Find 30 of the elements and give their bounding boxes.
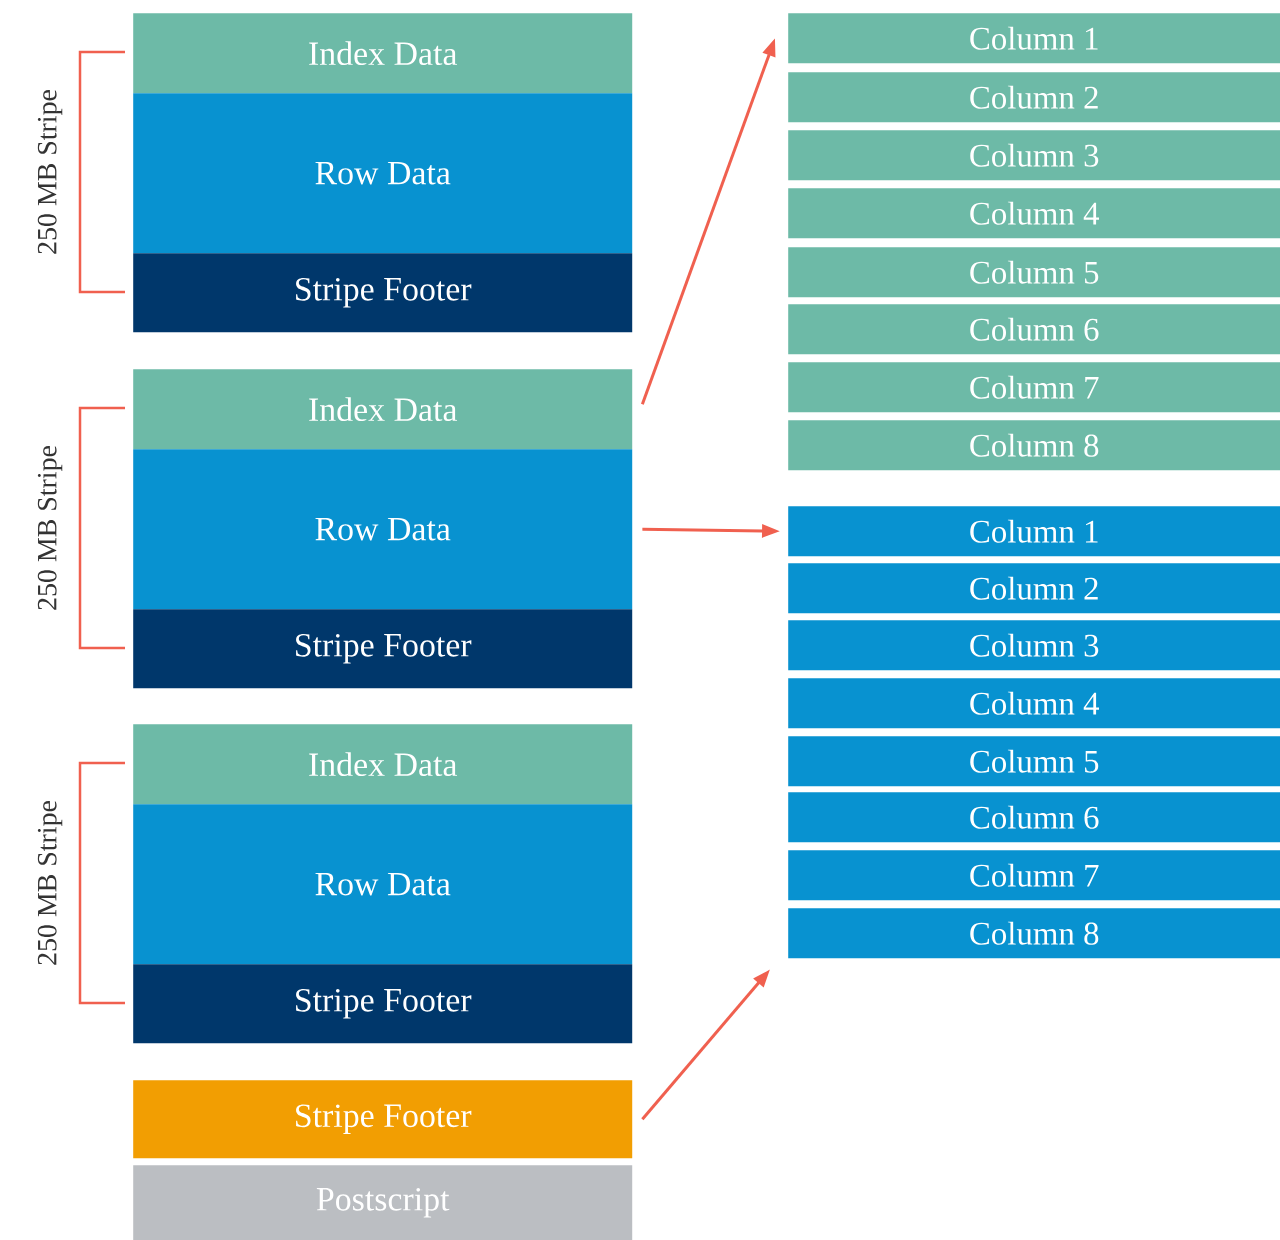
column-block: Column 7: [788, 362, 1280, 413]
column-block: Column 6: [788, 304, 1280, 355]
column-block: Column 4: [788, 678, 1280, 729]
column-block: Column 7: [788, 850, 1280, 901]
file-footer-block: Stripe Footer: [133, 1080, 633, 1159]
column-block: Column 4: [788, 188, 1280, 239]
postscript-block: Postscript: [133, 1165, 633, 1240]
column-block: Column 3: [788, 130, 1280, 181]
stripe-footer-block: Stripe Footer: [133, 253, 633, 333]
row-data-block: Row Data: [133, 93, 633, 254]
index-data-block: Index Data: [133, 369, 633, 450]
column-block: Column 2: [788, 72, 1280, 123]
row-data-block: Row Data: [133, 804, 633, 965]
column-block: Column 3: [788, 620, 1280, 671]
column-block: Column 1: [788, 506, 1280, 557]
stripe-size-label: 250 MB Stripe: [37, 90, 63, 254]
column-block: Column 1: [788, 13, 1280, 64]
column-block: Column 5: [788, 736, 1280, 787]
index-data-block: Index Data: [133, 724, 633, 805]
column-block: Column 8: [788, 420, 1280, 471]
column-block: Column 6: [788, 792, 1280, 843]
column-block: Column 8: [788, 908, 1280, 959]
column-block: Column 5: [788, 247, 1280, 298]
stripe-size-label: 250 MB Stripe: [37, 446, 63, 610]
stripe-size-label: 250 MB Stripe: [37, 801, 63, 965]
row-data-block: Row Data: [133, 449, 633, 610]
column-block: Column 2: [788, 563, 1280, 614]
stripe-footer-block: Stripe Footer: [133, 964, 633, 1044]
index-data-block: Index Data: [133, 13, 633, 94]
stripe-footer-block: Stripe Footer: [133, 609, 633, 689]
